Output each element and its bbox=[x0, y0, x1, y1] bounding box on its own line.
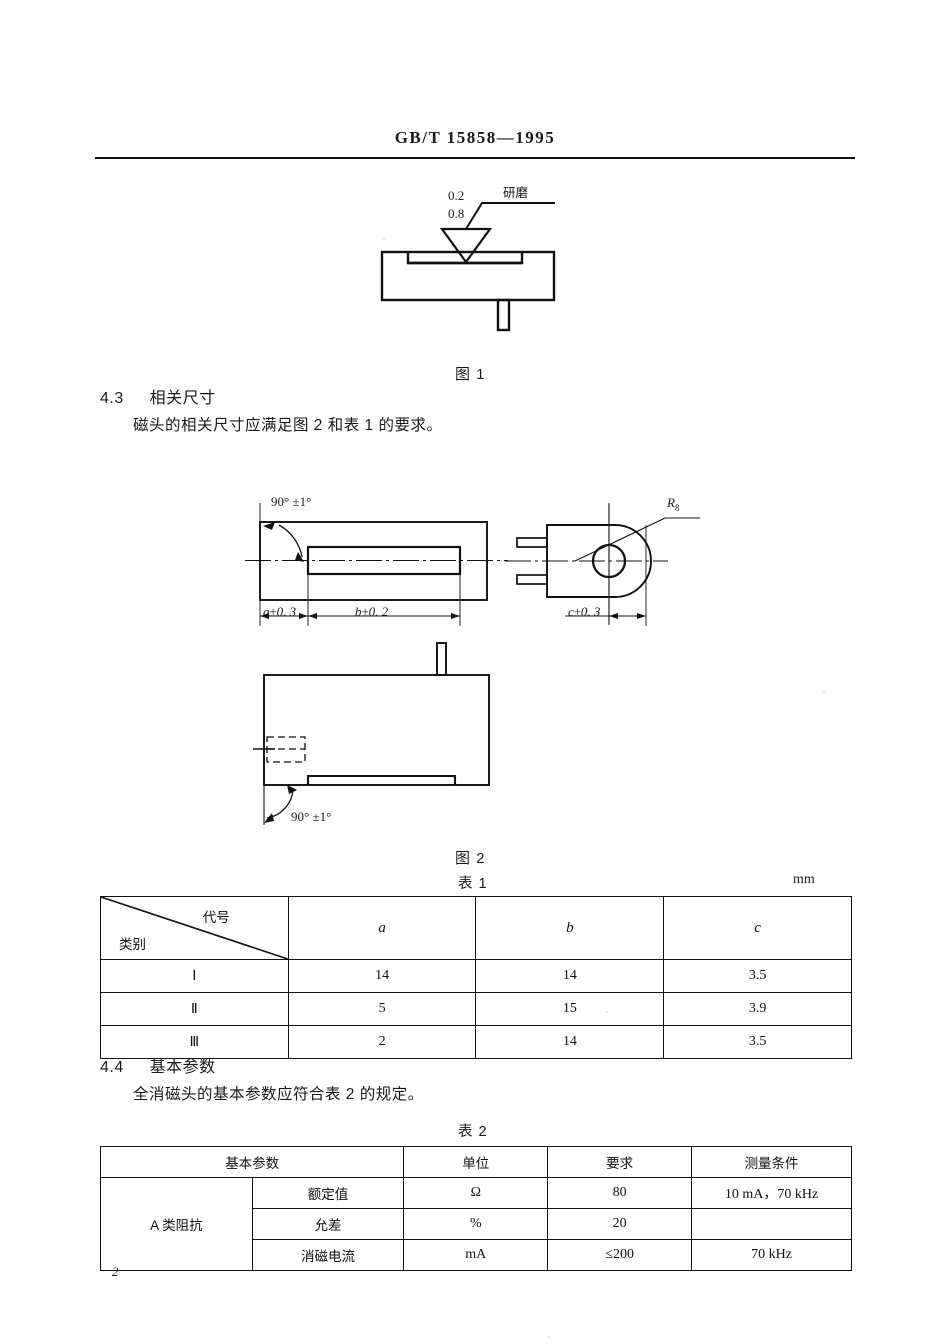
table-2-group-label: A 类阻抗 bbox=[100, 1177, 253, 1271]
figure-2-angle-bottom-label: 90° ±1° bbox=[291, 808, 331, 826]
table-2-header-row: 基本参数 单位 要求 测量条件 bbox=[99, 1146, 852, 1178]
table-row: A 类阻抗 额定值 Ω 80 10 mA，70 kHz bbox=[100, 1177, 852, 1271]
table-1-r1-b: 15 bbox=[475, 992, 665, 1026]
table-1-r1-category: Ⅱ bbox=[100, 992, 289, 1026]
table-1-unit: mm bbox=[793, 872, 815, 887]
roughness-upper-value: 0.2 bbox=[448, 188, 465, 203]
radius-label-text: R bbox=[667, 495, 675, 510]
section-4-4-number: 4.4 bbox=[100, 1059, 124, 1076]
scan-speckle bbox=[383, 238, 385, 240]
table-2-r2-requirement: ≤200 bbox=[547, 1239, 693, 1271]
figure-2-dim-a-label: a±0. 3 bbox=[263, 603, 296, 621]
table-1-col-a: a bbox=[287, 896, 477, 960]
figure-2-angle-top-label: 90° ±1° bbox=[271, 493, 311, 511]
figure-1-caption: 图 1 bbox=[455, 366, 486, 383]
table-1-r1-c: 3.9 bbox=[663, 992, 852, 1026]
dim-b-value: b±0. 2 bbox=[355, 604, 389, 619]
table-1-header-row: 代号 类别 a b c bbox=[100, 896, 852, 960]
table-2-r2-unit: mA bbox=[403, 1239, 549, 1271]
section-4-3-number: 4.3 bbox=[100, 390, 124, 407]
scan-speckle bbox=[548, 1336, 550, 1338]
roughness-lower-value: 0.8 bbox=[448, 206, 465, 221]
figure-2-bottom-view bbox=[253, 642, 490, 825]
table-1-corner-cell: 代号 类别 bbox=[100, 896, 289, 960]
table-1-r0-b: 14 bbox=[475, 959, 665, 993]
table-2-r0-unit: Ω bbox=[403, 1177, 549, 1209]
table-row: Ⅱ 5 15 3.9 bbox=[100, 992, 852, 1026]
dim-a-value: a±0. 3 bbox=[263, 604, 297, 619]
table-2-r0-condition: 10 mA，70 kHz bbox=[691, 1177, 852, 1209]
table-1-caption: 表 1 bbox=[458, 876, 488, 892]
dim-c-value: c±0. 3 bbox=[568, 604, 601, 619]
table-1-col-b: b bbox=[475, 896, 665, 960]
diagonal-divider-icon bbox=[101, 897, 288, 959]
table-1-row-group-label: 类别 bbox=[119, 937, 146, 952]
scan-speckle bbox=[606, 1011, 608, 1013]
table-1-col-c: c bbox=[663, 896, 852, 960]
angle-top-value: 90° ±1° bbox=[271, 494, 312, 509]
table-row: Ⅰ 14 14 3.5 bbox=[100, 959, 852, 993]
table-2-col-unit: 单位 bbox=[403, 1146, 549, 1178]
table-1-r2-category: Ⅲ bbox=[100, 1025, 289, 1059]
figure-2-end-view bbox=[505, 503, 700, 626]
figure-2-side-view bbox=[245, 503, 508, 626]
header-divider bbox=[95, 157, 855, 159]
section-4-3-title: 相关尺寸 bbox=[149, 390, 216, 407]
figure-1-roughness-lower: 0.8 bbox=[448, 205, 464, 223]
table-1-r2-b: 14 bbox=[475, 1025, 665, 1059]
table-2-r1-param: 允差 bbox=[251, 1208, 405, 1240]
section-4-4-title: 基本参数 bbox=[149, 1059, 216, 1076]
table-2-col-param: 基本参数 bbox=[99, 1146, 405, 1178]
process-label-text: 研磨 bbox=[503, 186, 529, 200]
figure-2-caption: 图 2 bbox=[455, 850, 486, 867]
table-1-col-group-label: 代号 bbox=[202, 910, 230, 925]
figure-2-dim-b-label: b±0. 2 bbox=[355, 603, 388, 621]
section-4-3-body: 磁头的相关尺寸应满足图 2 和表 1 的要求。 bbox=[133, 417, 443, 434]
table-2-col-requirement: 要求 bbox=[547, 1146, 693, 1178]
figure-1-drawing bbox=[380, 202, 556, 332]
section-4-4-heading: 4.4 基本参数 bbox=[100, 1053, 216, 1077]
table-2-caption: 表 2 bbox=[458, 1124, 488, 1140]
figure-2-dim-c-label: c±0. 3 bbox=[568, 603, 600, 621]
table-1-r2-a: 2 bbox=[287, 1025, 477, 1059]
table-1-r2-c: 3.5 bbox=[663, 1025, 852, 1059]
table-2-r2-condition: 70 kHz bbox=[691, 1239, 852, 1271]
table-2-r0-requirement: 80 bbox=[547, 1177, 693, 1209]
figure-1-roughness-upper: 0.2 bbox=[448, 187, 464, 205]
table-2-r1-unit: % bbox=[403, 1208, 549, 1240]
table-1-r0-c: 3.5 bbox=[663, 959, 852, 993]
radius-subscript: 8 bbox=[674, 503, 680, 514]
page-header-standard-code: GB/T 15858—1995 bbox=[394, 128, 556, 147]
table-2-r1-requirement: 20 bbox=[547, 1208, 693, 1240]
table-2-r1-condition bbox=[691, 1208, 852, 1240]
table-row: Ⅲ 2 14 3.5 bbox=[100, 1025, 852, 1059]
table-1: 代号 类别 a b c Ⅰ 14 14 3.5 Ⅱ 5 15 3.9 Ⅲ bbox=[100, 896, 852, 1059]
table-1-r0-category: Ⅰ bbox=[100, 959, 289, 993]
section-4-3-heading: 4.3 相关尺寸 bbox=[100, 384, 216, 408]
table-row: 允差 % 20 bbox=[101, 1208, 852, 1240]
angle-bottom-value: 90° ±1° bbox=[291, 809, 332, 824]
figure-2-radius-label: R8 bbox=[667, 494, 679, 513]
scan-speckle bbox=[823, 691, 825, 693]
page-number: 2 bbox=[112, 1264, 119, 1279]
table-1-r0-a: 14 bbox=[287, 959, 477, 993]
table-2-r2-param: 消磁电流 bbox=[251, 1239, 405, 1271]
table-1-r1-a: 5 bbox=[287, 992, 477, 1026]
figure-1-process-label: 研磨 bbox=[503, 182, 528, 202]
section-4-4-body: 全消磁头的基本参数应符合表 2 的规定。 bbox=[133, 1086, 424, 1103]
table-row: 消磁电流 mA ≤200 70 kHz bbox=[101, 1239, 852, 1271]
table-2-col-condition: 测量条件 bbox=[691, 1146, 852, 1178]
table-2: 基本参数 单位 要求 测量条件 A 类阻抗 额定值 Ω 80 10 mA，70 … bbox=[99, 1146, 852, 1271]
table-2-r0-param: 额定值 bbox=[251, 1177, 405, 1209]
